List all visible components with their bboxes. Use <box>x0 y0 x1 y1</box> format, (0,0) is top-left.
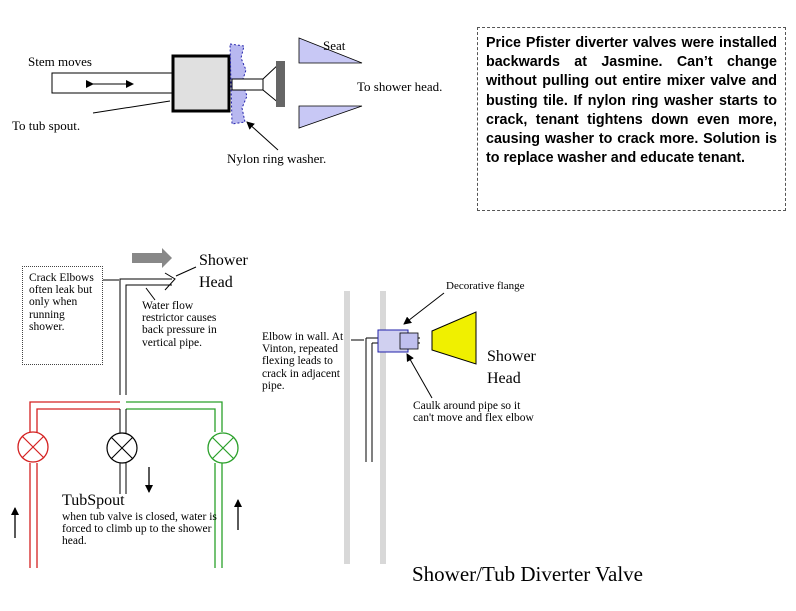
diagram-title: Shower/Tub Diverter Valve <box>412 562 643 586</box>
tub-spout-label: TubSpout <box>62 492 125 509</box>
tub-leader-line <box>92 100 171 114</box>
seat-label: Seat <box>323 38 346 53</box>
washer-arrow <box>246 121 279 151</box>
hot-pipe-outer <box>29 401 120 432</box>
elbow-in-wall-note: Elbow in wall. At Vinton, repeated flexi… <box>262 331 344 392</box>
right-shower-label-2: Head <box>487 370 521 387</box>
jasmine-note: Price Pfister diverter valves were insta… <box>477 27 786 211</box>
flow-restrictor-note: Water flow restrictor causes back pressu… <box>142 300 217 349</box>
caulk-arrow <box>406 353 433 399</box>
wall-stud-right <box>380 291 386 564</box>
decorative-flange-label: Decorative flange <box>446 280 525 292</box>
right-shower-label-1: Shower <box>487 348 537 365</box>
shower-head-label: To shower head. <box>357 79 442 94</box>
right-wall-diagram: Shower Head <box>344 291 537 564</box>
tub-spout-label: To tub spout. <box>12 118 80 133</box>
cold-pipe-inner <box>126 408 216 432</box>
stem-label: Stem moves <box>28 54 92 69</box>
hot-valve-x <box>21 435 45 459</box>
washer-label: Nylon ring washer. <box>227 151 326 166</box>
hot-pipe-inner <box>36 408 120 432</box>
restrictor-leader <box>145 287 156 301</box>
valve-body <box>171 54 231 113</box>
diverter-valve-x <box>110 436 134 460</box>
left-shower-label-1: Shower <box>199 252 249 269</box>
wall-stud-left <box>344 291 350 564</box>
flow-restrictor <box>164 272 176 291</box>
left-shower-label-2: Head <box>199 274 233 291</box>
shower-head-shape <box>431 311 477 365</box>
shower-head-leader <box>175 266 197 277</box>
left-plumbing-diagram: Shower Head TubSpout <box>11 248 249 568</box>
crack-elbows-note: Crack Elbows often leak but only when ru… <box>22 266 103 365</box>
caulk-note: Caulk around pipe so it can't move and f… <box>413 400 534 425</box>
flow-direction-arrow <box>132 248 172 268</box>
seat-lower <box>298 105 363 129</box>
riser-pipe-right <box>125 284 172 395</box>
top-valve-diagram: Stem moves To tub spout. Nylon ring wash… <box>12 37 442 166</box>
tub-spout-note: when tub valve is closed, water is force… <box>62 511 217 548</box>
flange-collar <box>399 332 419 350</box>
cold-valve-x <box>211 436 235 460</box>
seat-upper <box>298 37 363 64</box>
valve-disc <box>276 61 285 107</box>
flange-arrow <box>403 292 445 325</box>
valve-stem <box>51 72 176 94</box>
riser-pipe-left <box>119 278 172 395</box>
cold-pipe-outer <box>126 401 223 432</box>
